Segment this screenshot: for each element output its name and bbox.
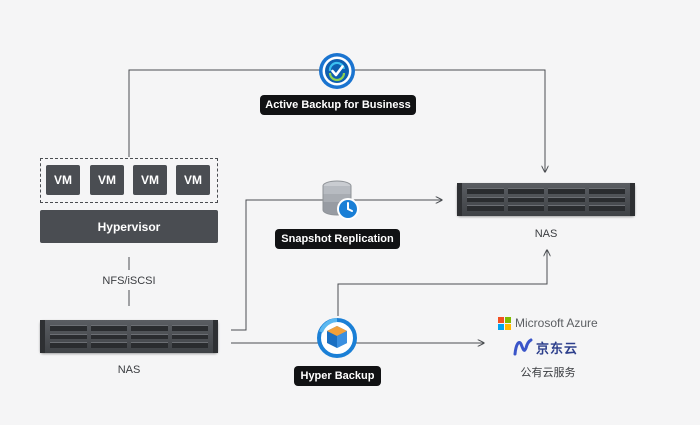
- nas-drive-bay: [50, 333, 87, 340]
- nas-ear: [40, 320, 45, 353]
- azure-label: Microsoft Azure: [515, 316, 598, 330]
- vm-block: VM: [90, 165, 124, 195]
- nas-drive-bay: [50, 342, 87, 348]
- jd-cloud-label: 京东云: [536, 340, 579, 356]
- nas-drive-bay: [467, 196, 504, 203]
- nas-ear: [457, 183, 462, 216]
- jd-cloud-logo-icon: [513, 338, 533, 356]
- nas-drive-bay: [90, 342, 127, 348]
- nas-drive-bay: [467, 188, 504, 194]
- nas-drive-bay: [171, 333, 208, 340]
- hypervisor-block: Hypervisor: [40, 210, 218, 243]
- public-cloud-caption: 公有云服务: [520, 367, 576, 379]
- hyper-backup-label: Hyper Backup: [294, 366, 381, 386]
- snapshot-replication-icon: [320, 180, 360, 222]
- vm-block: VM: [46, 165, 80, 195]
- protocol-label: NFS/iSCSI: [102, 275, 156, 287]
- nas-drive-bay: [131, 342, 168, 348]
- nas-drive-bay: [588, 196, 625, 203]
- nas-drive-bay: [90, 333, 127, 340]
- nas-drive-bay: [50, 325, 87, 331]
- hyper-backup-icon: [316, 318, 358, 358]
- nas-drive-bay: [548, 196, 585, 203]
- microsoft-azure-logo: Microsoft Azure: [498, 315, 598, 331]
- source-nas-label: NAS: [117, 364, 141, 376]
- nas-drive-bay: [467, 205, 504, 211]
- source-nas-device: [40, 320, 218, 353]
- active-backup-label: Active Backup for Business: [260, 95, 416, 115]
- jd-cloud-logo: 京东云: [513, 338, 578, 356]
- nas-drive-bay: [90, 325, 127, 331]
- nas-drive-bay: [507, 205, 544, 211]
- vm-group: VM VM VM VM: [40, 158, 218, 203]
- nas-drive-bay: [171, 325, 208, 331]
- snapshot-replication-label: Snapshot Replication: [275, 229, 400, 249]
- nas-ear: [213, 320, 218, 353]
- target-nas-label: NAS: [534, 228, 558, 240]
- nas-ear: [630, 183, 635, 216]
- active-backup-icon: [318, 52, 356, 90]
- nas-drive-bay: [588, 205, 625, 211]
- target-nas-device: [457, 183, 635, 216]
- vm-block: VM: [133, 165, 167, 195]
- nas-drive-bay: [507, 188, 544, 194]
- microsoft-logo-icon: [498, 316, 511, 330]
- vm-block: VM: [176, 165, 210, 195]
- nas-drive-bay: [131, 333, 168, 340]
- nas-drive-bay: [548, 188, 585, 194]
- nas-drive-bay: [171, 342, 208, 348]
- nas-drive-bay: [507, 196, 544, 203]
- nas-drive-bay: [131, 325, 168, 331]
- nas-drive-bay: [588, 188, 625, 194]
- hyper-backup-branch: [337, 250, 547, 316]
- nas-drive-bay: [548, 205, 585, 211]
